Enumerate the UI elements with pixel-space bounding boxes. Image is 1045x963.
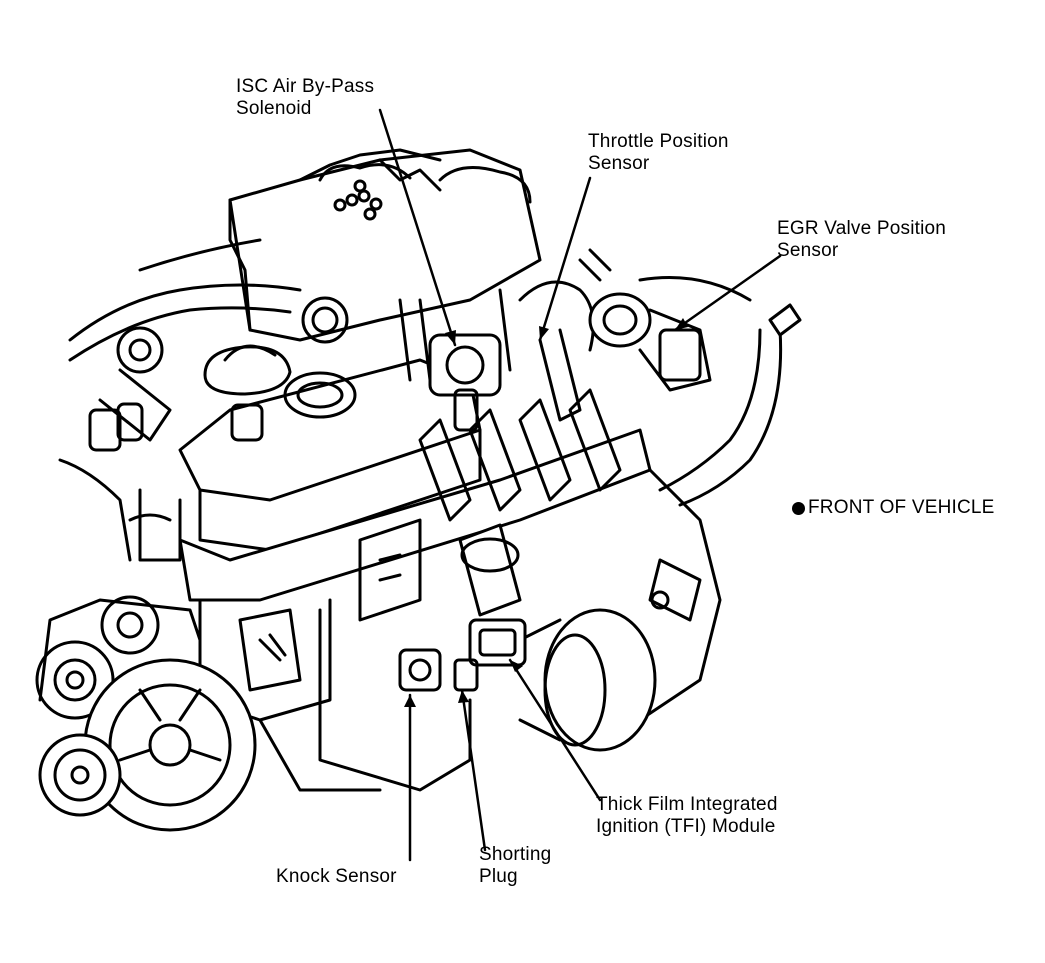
label-tfi-line1: Thick Film Integrated [596, 794, 778, 815]
label-isc-line1: ISC Air By-Pass [236, 76, 375, 97]
label-short-line1: Shorting [479, 844, 552, 865]
engine-illustration [35, 148, 802, 832]
leader-lines [378, 108, 782, 862]
label-tfi-module: Thick Film Integrated Ignition (TFI) Mod… [596, 794, 778, 838]
leader-arrowheads [404, 318, 688, 707]
leader-shorting [460, 688, 487, 852]
bullet-icon [792, 501, 805, 515]
label-egr-line1: EGR Valve Position [777, 218, 947, 239]
label-isc-air-bypass-solenoid: ISC Air By-Pass Solenoid [236, 76, 374, 120]
label-tps-line2: Sensor [588, 153, 650, 174]
vacuum-fittings [333, 179, 383, 221]
label-knock-sensor: Knock Sensor [276, 866, 397, 888]
label-short-line2: Plug [479, 866, 518, 887]
label-tfi-line2: Ignition (TFI) Module [596, 816, 776, 837]
leader-isc [378, 108, 457, 347]
leader-tps [538, 176, 592, 342]
label-egr-line2: Sensor [777, 240, 839, 261]
label-throttle-position-sensor: Throttle Position Sensor [588, 131, 729, 175]
label-tps-line1: Throttle Position [588, 131, 729, 152]
label-front-text: FRONT OF VEHICLE [808, 497, 995, 518]
label-knock-text: Knock Sensor [276, 866, 397, 887]
leader-tfi [508, 658, 602, 802]
label-front-of-vehicle: FRONT OF VEHICLE [792, 497, 995, 519]
label-isc-line2: Solenoid [236, 98, 312, 119]
leader-egr [673, 254, 782, 332]
label-shorting-plug: Shorting Plug [479, 844, 551, 888]
label-egr-valve-position-sensor: EGR Valve Position Sensor [777, 218, 946, 262]
